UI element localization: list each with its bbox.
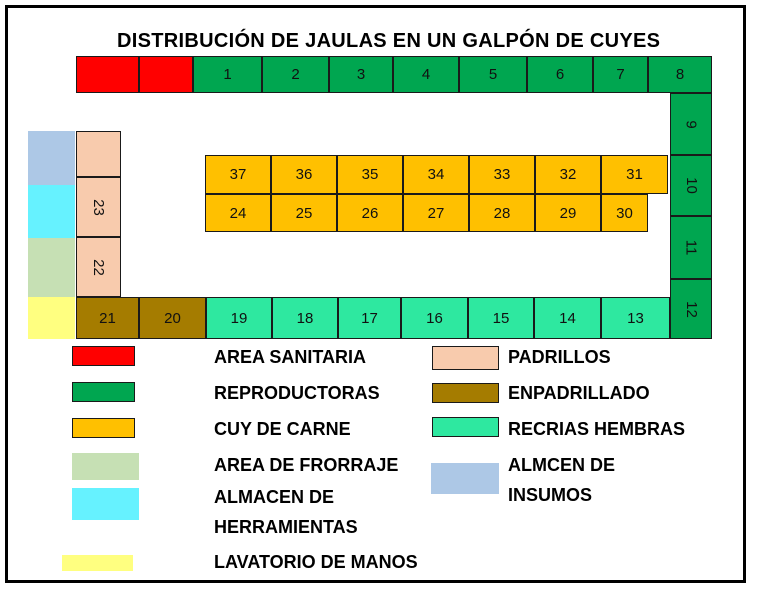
legend-label-almacen-insumos-line2: INSUMOS [508, 485, 593, 505]
almacen-herramientas-zone [28, 185, 75, 238]
cage-9: 9 [670, 93, 712, 155]
legend-label-enpadrillado: ENPADRILLADO [508, 383, 650, 403]
cage-32: 32 [535, 155, 601, 194]
cage-10: 10 [670, 155, 712, 216]
cage-5: 5 [459, 56, 527, 93]
legend-swatch-almacen-insumos [431, 463, 499, 494]
cage-21: 21 [76, 297, 139, 339]
cage-26: 26 [337, 194, 403, 232]
legend-swatch-almacen-herramientas [72, 488, 139, 520]
cage-4: 4 [393, 56, 459, 93]
legend-label-area-forraje: AREA DE FRORRAJE [214, 455, 399, 475]
cage-16: 16 [401, 297, 468, 339]
cage-18: 18 [272, 297, 338, 339]
cage-25: 25 [271, 194, 337, 232]
cage-14: 14 [534, 297, 601, 339]
legend-swatch-padrillos [432, 346, 499, 370]
legend-label-almacen-herramientas-line1: ALMACEN DE [214, 487, 334, 507]
legend-swatch-reproductoras [72, 382, 135, 402]
cage-19: 19 [206, 297, 272, 339]
lavatorio-zone [28, 297, 75, 339]
legend-swatch-area-forraje [72, 453, 139, 480]
legend-label-recrias-hembras: RECRIAS HEMBRAS [508, 419, 686, 439]
cage-padrillo-top [76, 131, 121, 177]
legend-label-reproductoras: REPRODUCTORAS [214, 383, 380, 403]
legend-label-padrillos: PADRILLOS [508, 347, 611, 367]
cage-3: 3 [329, 56, 393, 93]
cage-29: 29 [535, 194, 601, 232]
cage-24: 24 [205, 194, 271, 232]
cage-6: 6 [527, 56, 593, 93]
legend-label-almacen-herramientas-line2: HERRAMIENTAS [214, 517, 358, 537]
cage-35: 35 [337, 155, 403, 194]
cage-17: 17 [338, 297, 401, 339]
almacen-insumos-zone [28, 131, 75, 185]
cage-28: 28 [469, 194, 535, 232]
legend-swatch-cuy-de-carne [72, 418, 135, 438]
cage-13: 13 [601, 297, 670, 339]
cage-34: 34 [403, 155, 469, 194]
cage-12: 12 [670, 279, 712, 339]
cage-2: 2 [262, 56, 329, 93]
cage-20: 20 [139, 297, 206, 339]
cage-22: 22 [76, 237, 121, 297]
legend-swatch-area-sanitaria [72, 346, 135, 366]
legend-swatch-enpadrillado [432, 383, 499, 403]
legend-label-lavatorio: LAVATORIO DE MANOS [214, 552, 418, 572]
cage-8: 8 [648, 56, 712, 93]
cage-15: 15 [468, 297, 534, 339]
cage-23: 23 [76, 177, 121, 237]
cage-33: 33 [469, 155, 535, 194]
cage-27: 27 [403, 194, 469, 232]
cage-36: 36 [271, 155, 337, 194]
cage-1: 1 [193, 56, 262, 93]
diagram-title: DISTRIBUCIÓN DE JAULAS EN UN GALPÓN DE C… [117, 30, 661, 52]
legend-label-area-sanitaria: AREA SANITARIA [214, 347, 366, 367]
cage-31: 31 [601, 155, 668, 194]
cage-sanitaria-2 [139, 56, 193, 93]
area-forraje-zone [28, 238, 75, 297]
legend-swatch-lavatorio [62, 555, 133, 571]
legend-label-almacen-insumos-line1: ALMCEN DE [508, 455, 615, 475]
cage-30: 30 [601, 194, 648, 232]
cage-7: 7 [593, 56, 648, 93]
cage-37: 37 [205, 155, 271, 194]
cage-11: 11 [670, 216, 712, 279]
diagram-frame [5, 5, 746, 583]
cage-sanitaria-1 [76, 56, 139, 93]
legend-swatch-recrias-hembras [432, 417, 499, 437]
legend-label-cuy-de-carne: CUY DE CARNE [214, 419, 351, 439]
